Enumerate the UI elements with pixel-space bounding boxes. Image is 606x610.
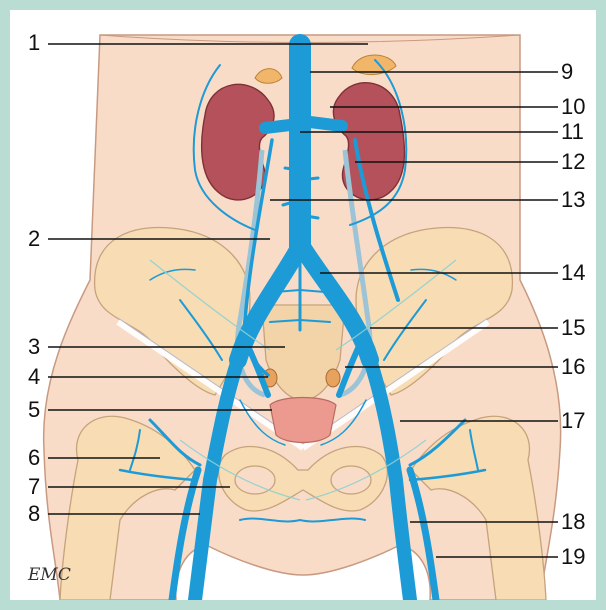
label-4: 4 [28,366,40,388]
right-ovary [326,369,340,387]
emc-logo: EMC [28,565,71,585]
label-18: 18 [561,511,585,533]
label-19: 19 [561,546,585,568]
label-15: 15 [561,317,585,339]
label-7: 7 [28,476,40,498]
label-1: 1 [28,32,40,54]
left-renal-vein [265,125,290,128]
illustration-panel: 1 2 3 4 5 6 7 8 9 10 11 12 13 14 15 16 1… [10,10,596,600]
label-2: 2 [28,228,40,250]
label-9: 9 [561,61,573,83]
label-12: 12 [561,151,585,173]
label-6: 6 [28,447,40,469]
label-13: 13 [561,189,585,211]
label-14: 14 [561,262,585,284]
label-17: 17 [561,410,585,432]
label-3: 3 [28,336,40,358]
right-renal-vein [310,122,342,126]
anatomy-illustration [10,10,596,600]
label-16: 16 [561,356,585,378]
label-5: 5 [28,399,40,421]
uterus [270,398,336,443]
label-11: 11 [561,121,584,143]
label-10: 10 [561,96,585,118]
label-8: 8 [28,503,40,525]
